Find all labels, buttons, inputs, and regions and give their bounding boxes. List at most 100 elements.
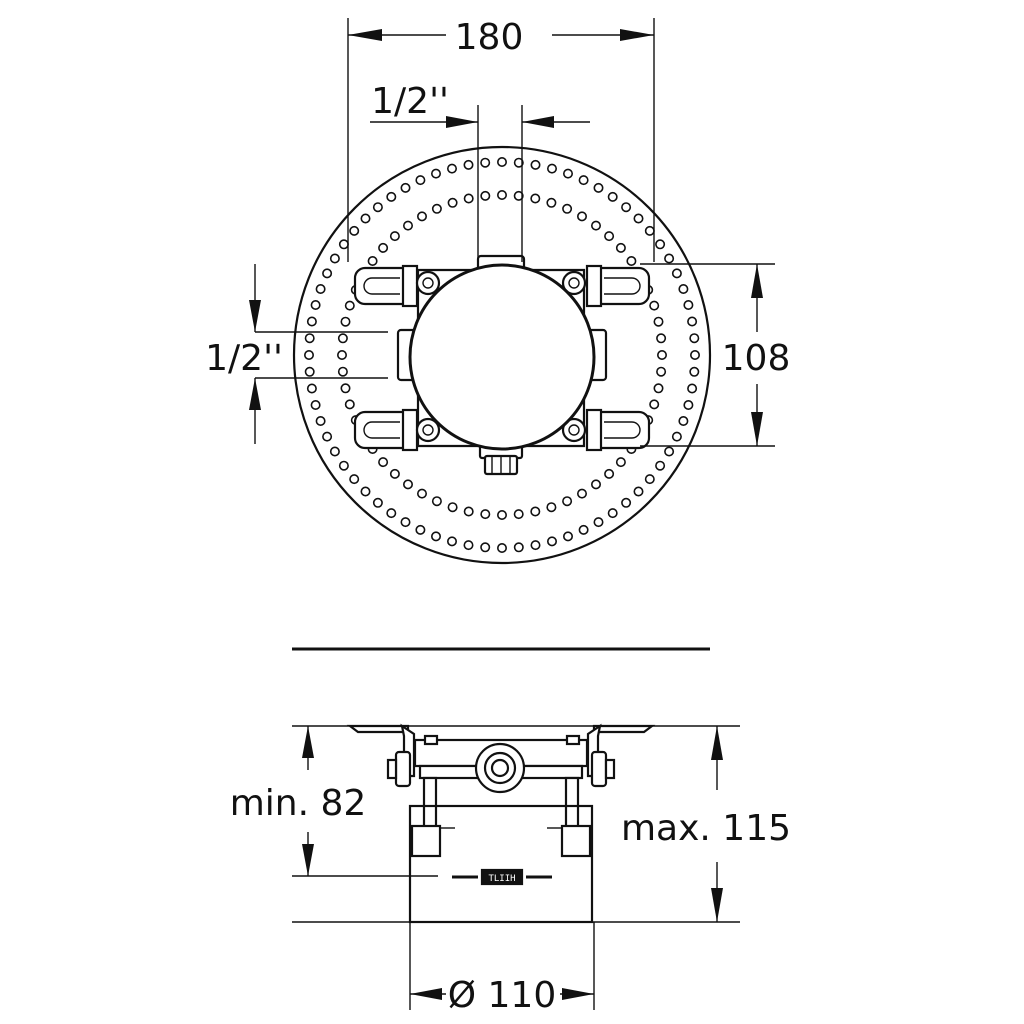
perforation-hole <box>633 213 644 224</box>
perforation-hole <box>315 283 326 294</box>
perforation-hole <box>480 157 491 168</box>
perforation-hole <box>615 457 626 468</box>
perforation-hole <box>338 460 349 471</box>
perforation-hole <box>530 506 541 517</box>
perforation-hole <box>386 508 397 519</box>
perforation-hole <box>310 399 321 410</box>
perforation-hole <box>513 542 524 553</box>
perforation-hole <box>329 253 340 264</box>
perforation-hole <box>513 509 524 520</box>
perforation-hole <box>576 211 587 222</box>
perforation-hole <box>480 190 491 201</box>
perforation-hole <box>689 349 700 360</box>
perforation-hole <box>689 333 700 344</box>
flange-left <box>346 724 410 734</box>
perforation-hole <box>400 517 411 528</box>
perforation-hole <box>530 193 541 204</box>
perforation-hole <box>329 446 340 457</box>
perforation-hole <box>653 316 664 327</box>
perforation-hole <box>304 366 315 377</box>
perforation-hole <box>463 506 474 517</box>
dim-108-label: 108 <box>722 338 791 379</box>
perforation-hole <box>655 239 666 250</box>
perforation-hole <box>415 524 426 535</box>
dim-180-label: 180 <box>455 17 524 58</box>
perforation-hole <box>402 220 413 231</box>
perforation-hole <box>578 175 589 186</box>
perforation-hole <box>649 399 660 410</box>
perforation-hole <box>590 220 601 231</box>
perforation-hole <box>378 242 389 253</box>
perforation-hole <box>626 255 637 266</box>
perforation-hole <box>656 349 667 360</box>
dim-side-inlet: 1/2'' <box>205 264 388 444</box>
dim-top-inlet: 1/2'' <box>370 81 590 262</box>
perforation-hole <box>496 542 507 553</box>
mounting-brackets <box>353 264 651 452</box>
perforation-hole <box>562 496 573 507</box>
perforation-hole <box>513 190 524 201</box>
perforation-hole <box>447 502 458 513</box>
perforation-hole <box>644 474 655 485</box>
flange-right <box>592 724 656 734</box>
perforation-hole <box>671 431 682 442</box>
dim-side-inlet-label: 1/2'' <box>205 338 283 379</box>
perforation-hole <box>338 239 349 250</box>
perforation-hole <box>340 383 351 394</box>
perforation-hole <box>310 299 321 310</box>
perforation-hole <box>689 366 700 377</box>
perforation-hole <box>683 399 694 410</box>
perforation-hole <box>546 163 557 174</box>
perforation-hole <box>480 509 491 520</box>
perforation-hole <box>386 191 397 202</box>
dim-180: 180 <box>347 17 655 262</box>
perforation-hole <box>416 488 427 499</box>
perforation-hole <box>655 460 666 471</box>
perforation-hole <box>480 542 491 553</box>
perforation-hole <box>687 383 698 394</box>
perforation-hole <box>496 190 507 201</box>
perforation-hole <box>463 193 474 204</box>
perforation-hole <box>578 524 589 535</box>
perforation-hole <box>513 157 524 168</box>
perforation-hole <box>304 333 315 344</box>
perforation-hole <box>593 182 604 193</box>
perforation-hole <box>372 497 383 508</box>
perforation-hole <box>593 517 604 528</box>
perforation-hole <box>621 202 632 213</box>
perforation-hole <box>604 468 615 479</box>
perforation-hole <box>349 474 360 485</box>
dim-top-inlet-label: 1/2'' <box>371 81 449 122</box>
perforation-hole <box>496 509 507 520</box>
perforation-hole <box>389 468 400 479</box>
perforation-hole <box>322 268 333 279</box>
perforation-hole <box>607 508 618 519</box>
perforation-hole <box>678 415 689 426</box>
perforation-hole <box>546 197 557 208</box>
bracket-top-left <box>353 264 419 308</box>
perforation-hole <box>656 366 667 377</box>
perforation-hole <box>615 242 626 253</box>
perforation-hole <box>576 488 587 499</box>
perforation-hole <box>446 163 457 174</box>
perforation-hole <box>530 540 541 551</box>
perforation-hole <box>562 168 573 179</box>
perforation-hole <box>447 197 458 208</box>
perforation-hole <box>590 479 601 490</box>
perforation-hole <box>306 383 317 394</box>
perforation-hole <box>463 540 474 551</box>
perforation-hole <box>336 349 347 360</box>
perforation-hole <box>389 231 400 242</box>
perforation-hole <box>546 536 557 547</box>
perforation-hole <box>360 213 371 224</box>
perforation-hole <box>446 536 457 547</box>
perforation-hole <box>400 182 411 193</box>
perforation-hole <box>315 415 326 426</box>
perforation-hole <box>664 446 675 457</box>
dim-108: 108 <box>640 263 791 447</box>
perforation-hole <box>604 231 615 242</box>
dim-max-115: max. 115 <box>621 726 791 922</box>
perforation-hole <box>306 316 317 327</box>
dim-diameter-110: Ø 110 <box>410 975 594 1016</box>
valve-body <box>408 263 596 451</box>
